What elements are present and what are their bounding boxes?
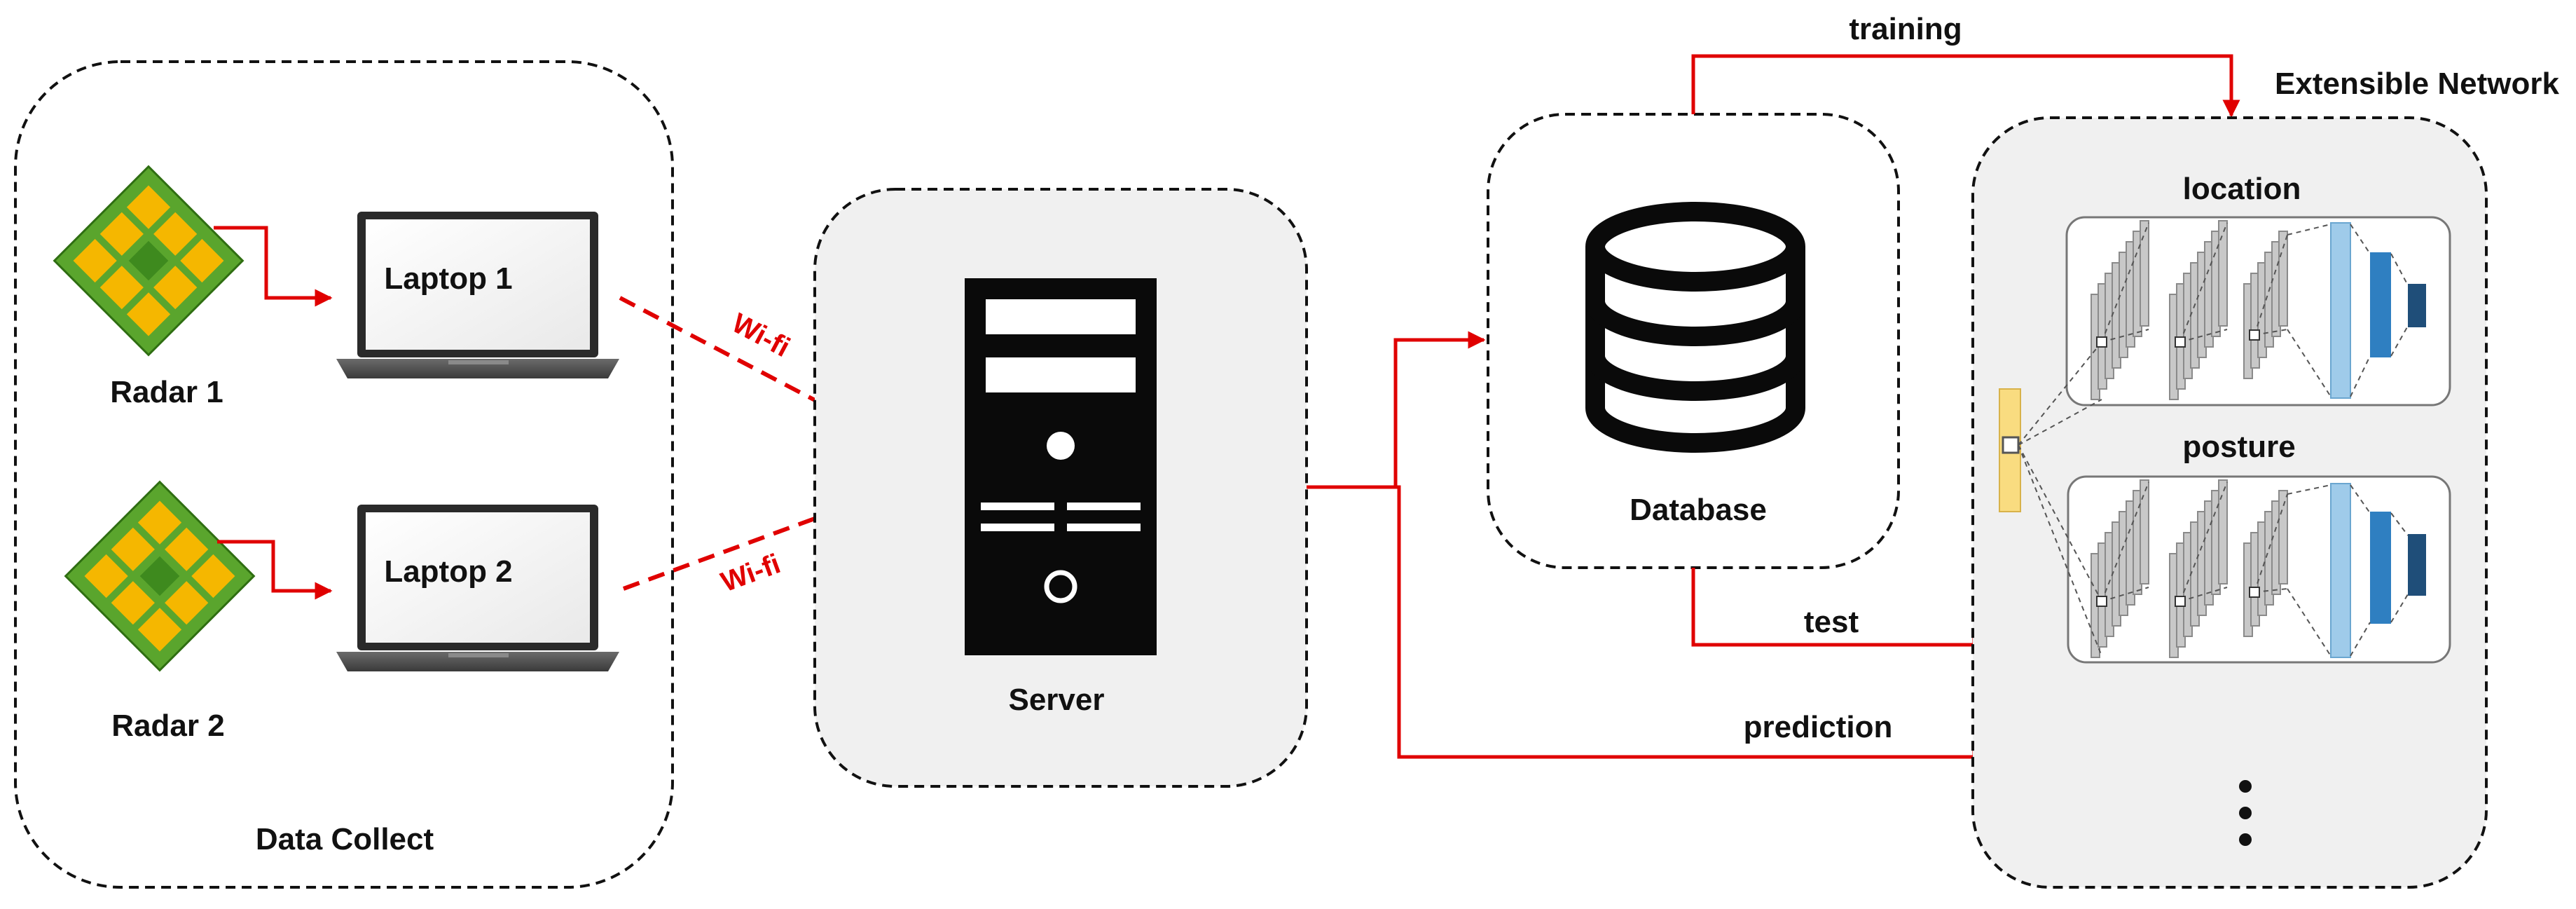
data-collect-label: Data Collect [256,822,434,856]
test-arrow [1691,568,1990,654]
posture-network [2018,444,2451,664]
training-label: training [1849,12,1962,46]
training-arrow [1691,54,2240,118]
radar-2-icon [64,480,256,672]
data-collect-group: Data Collect [14,60,674,889]
radar2-to-laptop2-arrow [217,540,333,600]
server-label: Server [1008,683,1104,717]
radar-1-icon [53,165,244,357]
extensible-network-label: Extensible Network [2275,67,2559,101]
laptop-1-icon [336,212,619,378]
radar1-to-laptop1-arrow [214,226,333,307]
laptop-1-label: Laptop 1 [384,261,512,296]
server-to-database-arrow [1307,331,1486,489]
laptop-2-icon [336,505,619,671]
radar-1-label: Radar 1 [110,375,223,409]
database-label: Database [1630,493,1767,527]
location-network [2018,216,2451,446]
prediction-label: prediction [1744,710,1893,744]
input-vector [1999,388,2021,512]
wifi-arrow-2 [622,467,946,591]
database-icon [1585,202,1805,453]
posture-label: posture [2182,430,2295,464]
laptop-2-label: Laptop 2 [384,554,512,589]
wifi-label-1: Wi-fi [727,308,795,363]
server-icon [965,278,1157,655]
prediction-arrow [1396,485,1990,766]
wifi-label-2: Wi-fi [717,548,784,598]
radar-2-label: Radar 2 [111,709,224,743]
test-label: test [1804,605,1859,639]
more-networks-ellipsis-icon [2239,780,2252,846]
location-label: location [2183,172,2301,206]
